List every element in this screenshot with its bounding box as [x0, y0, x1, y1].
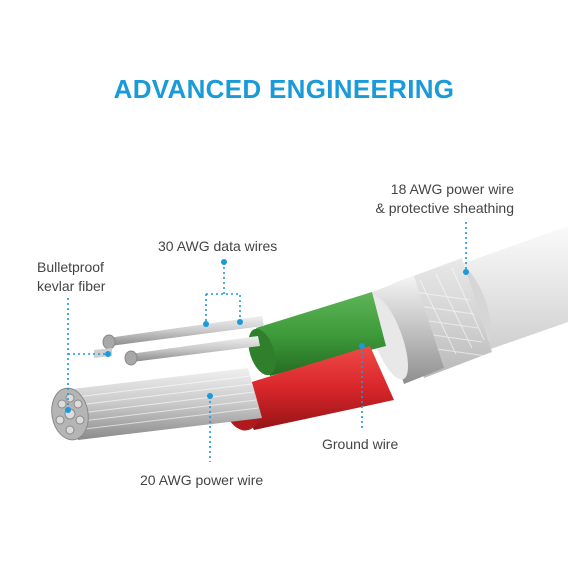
page-title: ADVANCED ENGINEERING — [113, 74, 455, 104]
callout-lines — [67, 222, 467, 462]
label-18awg-line2: & protective sheathing — [375, 200, 514, 216]
callout-dots — [65, 259, 469, 413]
label-kevlar-line2: kevlar fiber — [37, 278, 106, 294]
label-kevlar-line1: Bulletproof — [37, 259, 104, 275]
label-20awg-power-wire: 20 AWG power wire — [140, 471, 263, 490]
label-18awg-line1: 18 AWG power wire — [390, 181, 514, 197]
label-ground-text: Ground wire — [322, 436, 399, 452]
label-18awg-power-wire: 18 AWG power wire & protective sheathing — [375, 180, 514, 218]
label-30awg-text: 30 AWG data wires — [158, 238, 278, 254]
label-30awg-data-wires: 30 AWG data wires — [158, 237, 277, 256]
data-wire-conductors — [94, 316, 264, 366]
label-kevlar-fiber: Bulletproof kevlar fiber — [37, 258, 105, 296]
power-wire-strands — [51, 368, 262, 441]
label-ground-wire: Ground wire — [322, 435, 398, 454]
label-20awg-text: 20 AWG power wire — [140, 472, 264, 488]
